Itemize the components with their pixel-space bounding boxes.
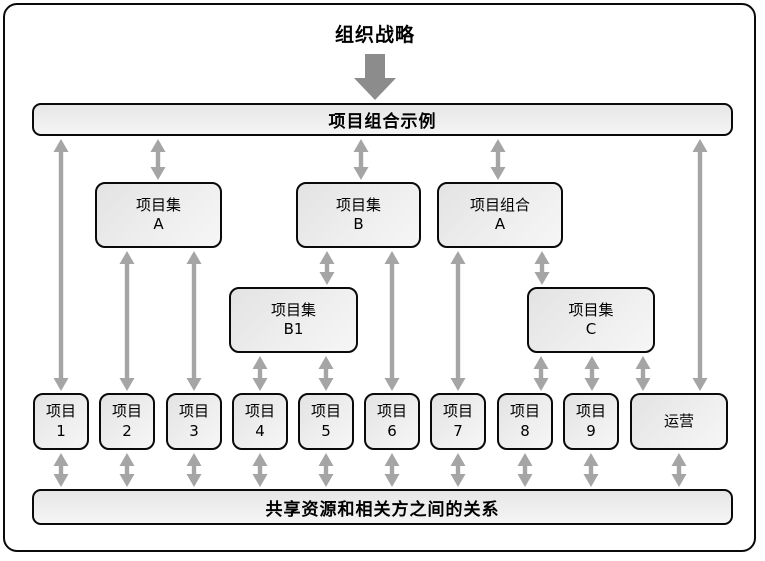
node-portfolio-a: 项目组合 A (437, 182, 563, 248)
node-program-b1: 项目集 B1 (229, 287, 358, 353)
shared-resources-bar: 共享资源和相关方之间的关系 (32, 489, 733, 525)
node-label: 1 (56, 421, 66, 440)
node-label: A (153, 215, 164, 233)
node-project-5: 项目 5 (298, 393, 354, 450)
node-label: B (353, 215, 364, 233)
page-title: 组织战略 (334, 24, 415, 46)
node-project-7: 项目 7 (430, 393, 486, 450)
node-label: B1 (283, 320, 304, 338)
node-label: 4 (255, 421, 265, 440)
node-program-a: 项目集 A (95, 182, 222, 248)
node-label: 7 (453, 421, 463, 440)
node-project-6: 项目 6 (364, 393, 420, 450)
node-project-2: 项目 2 (99, 393, 155, 450)
node-operations: 运营 (630, 393, 728, 450)
node-label: 项目 (111, 402, 142, 420)
node-label: 项目 (376, 402, 407, 420)
node-program-b: 项目集 B (296, 182, 421, 248)
node-project-9: 项目 9 (563, 393, 619, 450)
node-label: 8 (520, 421, 530, 440)
node-label: 项目组合 (469, 195, 530, 214)
portfolio-example-bar: 项目组合示例 (32, 103, 733, 136)
node-label: 项目 (442, 402, 473, 420)
node-label: 5 (321, 421, 331, 440)
arrow-head (354, 78, 396, 100)
node-label: 6 (387, 421, 397, 440)
node-label: 项目集 (270, 300, 316, 319)
node-label: 项目 (575, 402, 606, 420)
node-label: 项目 (310, 402, 341, 420)
arrow-shaft (365, 54, 385, 78)
node-label: C (585, 320, 597, 338)
node-project-1: 项目 1 (33, 393, 89, 450)
node-label: 2 (122, 421, 132, 440)
node-label: 项目 (244, 402, 275, 420)
node-label: 项目 (45, 402, 76, 420)
node-project-4: 项目 4 (232, 393, 288, 450)
node-label: A (494, 215, 506, 233)
node-program-c: 项目集 C (527, 287, 655, 353)
node-label: 运营 (663, 411, 694, 430)
node-label: 项目 (178, 402, 209, 420)
node-project-3: 项目 3 (166, 393, 222, 450)
node-label: 项目 (509, 402, 540, 420)
node-label: 9 (586, 421, 596, 440)
node-label: 项目集 (568, 300, 614, 319)
strategy-down-arrow-icon (354, 54, 396, 100)
outer-frame (3, 3, 756, 552)
node-label: 项目集 (135, 195, 181, 214)
node-project-8: 项目 8 (497, 393, 553, 450)
node-label: 项目集 (335, 195, 381, 214)
node-label: 3 (189, 421, 199, 440)
